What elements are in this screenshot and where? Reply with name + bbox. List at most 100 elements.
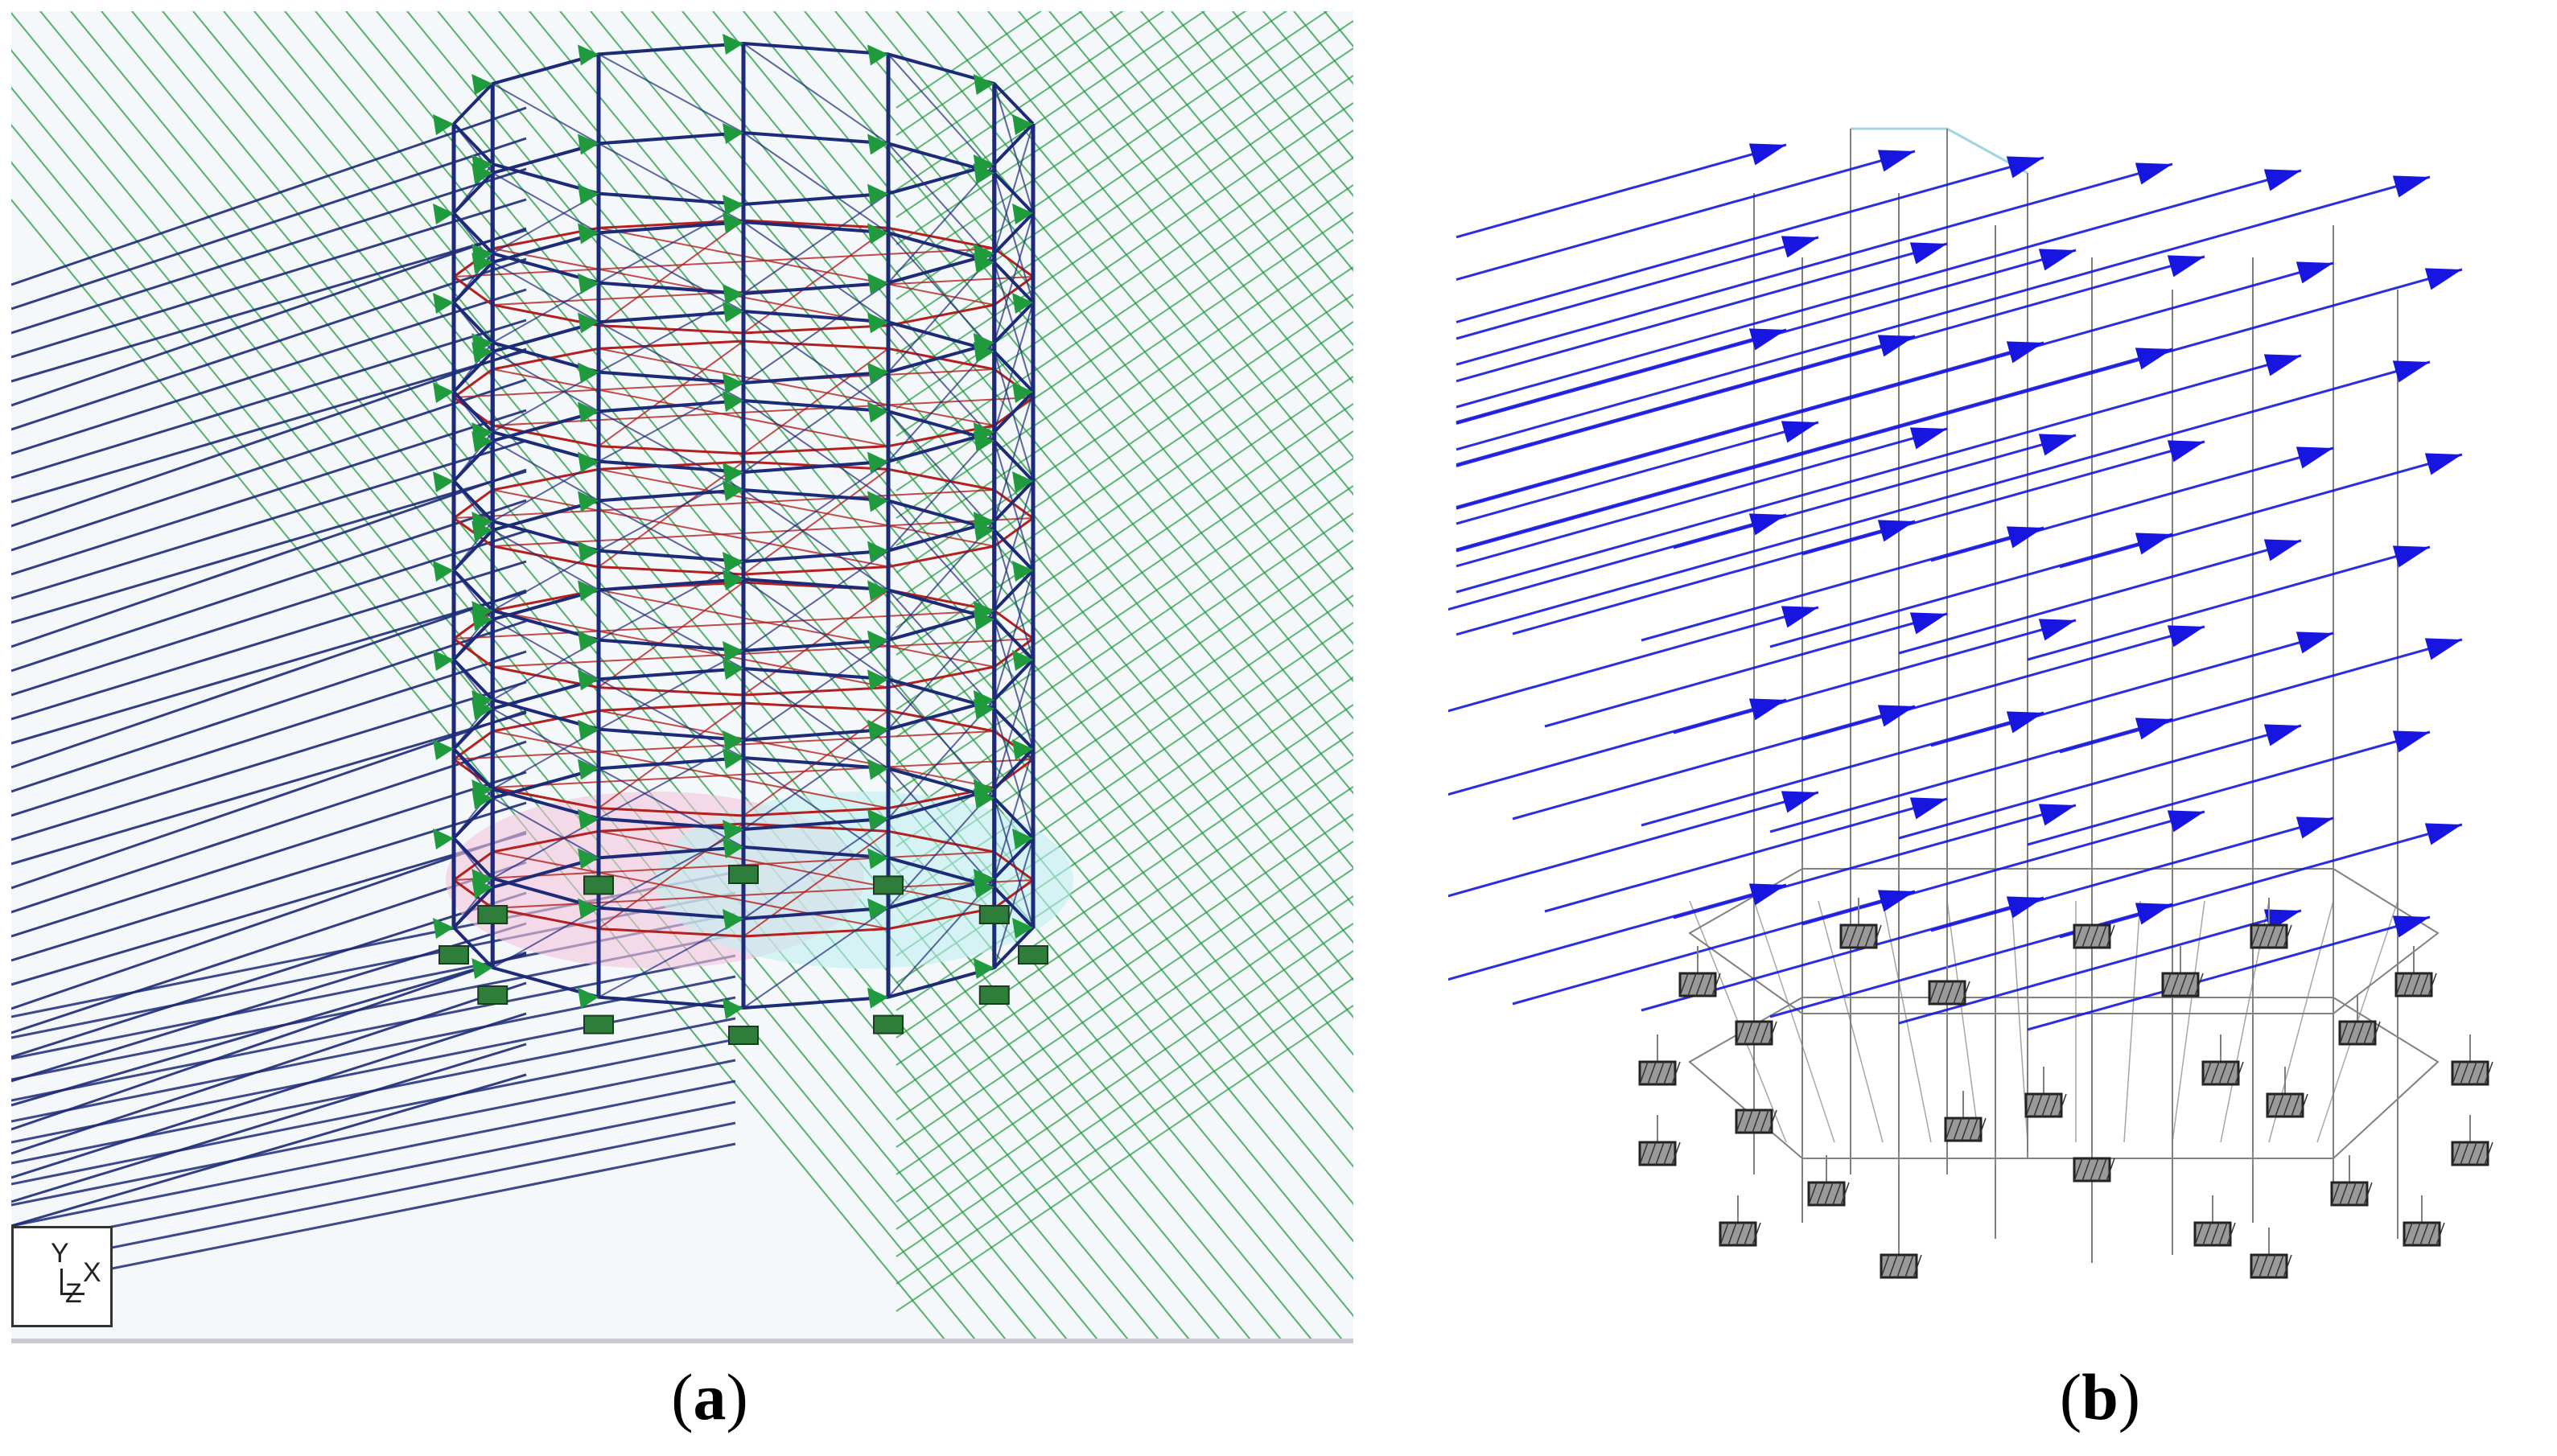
blue-load-line <box>1456 175 2431 451</box>
support-hatch <box>1639 1061 1649 1085</box>
arrowhead-icon <box>2424 453 2462 475</box>
support-hatch <box>1655 1141 1665 1166</box>
red-bracing-member <box>598 340 744 447</box>
blue-load-line <box>1448 606 1819 713</box>
support-hatch <box>2098 924 2107 948</box>
arrowhead-icon <box>471 163 493 184</box>
support-hatch <box>2170 973 2180 997</box>
green-load-line <box>69 11 1159 1339</box>
support-block-icon <box>583 1014 614 1034</box>
navy-load-line <box>11 439 527 600</box>
support-hatch <box>1864 924 1874 948</box>
arrowhead-icon <box>1781 236 1818 258</box>
green-load-line <box>253 11 1343 1339</box>
arrowhead-icon <box>973 342 994 363</box>
support-hatch <box>1752 1222 1761 1246</box>
arrowhead-icon <box>867 273 888 294</box>
navy-load-line <box>11 378 527 552</box>
navy-load-line <box>11 1121 736 1269</box>
navy-load-line <box>11 681 527 841</box>
red-bracing-member <box>743 830 889 937</box>
red-bracing-member <box>743 227 889 334</box>
arrowhead-icon <box>471 253 493 274</box>
arrowhead-icon <box>2392 730 2430 753</box>
green-load-line <box>222 11 1312 1339</box>
blue-load-line <box>1456 255 2205 467</box>
green-load-line <box>896 321 1353 628</box>
arrowhead-icon <box>578 491 599 512</box>
navy-diagonal <box>887 589 995 709</box>
navy-diagonal <box>743 192 889 294</box>
caption-b-open: ( <box>2059 1360 2082 1433</box>
navy-diagonal <box>492 440 599 502</box>
navy-load-line <box>11 137 527 311</box>
navy-diagonal <box>492 619 599 681</box>
blue-load-line <box>1456 150 1916 282</box>
green-load-line <box>558 11 1353 981</box>
support-hatch <box>2347 1182 2357 1206</box>
blue-load-line <box>1769 718 2173 833</box>
arrowhead-icon <box>867 987 888 1009</box>
arrowhead-icon <box>2263 724 2301 747</box>
navy-load-line <box>11 529 527 697</box>
green-load-line <box>896 102 1353 409</box>
green-load-line <box>711 11 1353 795</box>
green-load-line <box>896 950 1353 1257</box>
green-load-line <box>896 184 1353 492</box>
green-load-line <box>896 512 1353 820</box>
arrowhead-icon <box>2006 896 2044 919</box>
red-bracing-member <box>492 368 889 447</box>
arrowhead-icon <box>1748 698 1786 721</box>
arrowhead-icon <box>471 699 493 720</box>
support-hatch <box>1768 1021 1777 1045</box>
arrowhead-icon <box>2135 162 2172 185</box>
red-bracing-member <box>598 582 744 689</box>
arrowhead-icon <box>471 958 493 979</box>
blue-load-line <box>1456 348 2173 551</box>
navy-load-line <box>11 619 527 793</box>
red-bracing-member <box>598 348 994 426</box>
support-hatch <box>2436 1222 2445 1246</box>
arrowhead-icon <box>867 669 888 691</box>
red-bracing-member <box>598 468 994 547</box>
navy-load-line <box>11 801 527 962</box>
support-hatch <box>2073 1158 2083 1182</box>
blue-load-line <box>1448 513 1787 611</box>
axis-label-x: X <box>83 1257 101 1288</box>
green-load-line <box>11 161 976 1339</box>
support-hatch <box>2427 973 2437 997</box>
arrowhead-icon <box>973 699 994 720</box>
blue-load-line <box>1512 520 1916 635</box>
green-load-line <box>896 704 1353 1011</box>
red-bracing-member <box>598 589 994 668</box>
support-hatch <box>1824 1182 1834 1206</box>
arrowhead-icon <box>2296 446 2333 469</box>
support-hatch <box>2106 924 2115 948</box>
arrowhead-icon <box>2135 348 2172 370</box>
arrowhead-icon <box>578 312 599 334</box>
support-hatch <box>2098 1158 2107 1182</box>
support-hatch <box>2403 1222 2413 1246</box>
blue-load-line <box>2027 915 2431 1031</box>
support-hatch <box>1961 1117 1970 1141</box>
support-hatch <box>1752 1109 1761 1133</box>
support-hatch <box>1880 1254 1890 1278</box>
arrowhead-icon <box>578 759 599 780</box>
green-load-line <box>11 11 1098 1339</box>
arrowhead-icon <box>1012 382 1033 403</box>
arrowhead-icon <box>2135 718 2172 740</box>
frame-diagonal <box>2123 900 2141 1143</box>
arrowhead-icon <box>578 669 599 691</box>
red-bracing-member <box>492 248 889 327</box>
red-bracing-member <box>492 759 1034 788</box>
navy-diagonal <box>598 293 744 373</box>
arrowhead-icon <box>433 561 454 582</box>
navy-load-line <box>11 975 736 1123</box>
arrowhead-icon <box>471 74 493 95</box>
support-hatch <box>2033 1093 2043 1117</box>
arrowhead-icon <box>723 373 743 394</box>
green-load-line <box>896 11 1043 109</box>
green-load-line <box>896 20 1353 327</box>
support-hatch <box>1711 973 1721 997</box>
arrowhead-icon <box>433 114 454 135</box>
